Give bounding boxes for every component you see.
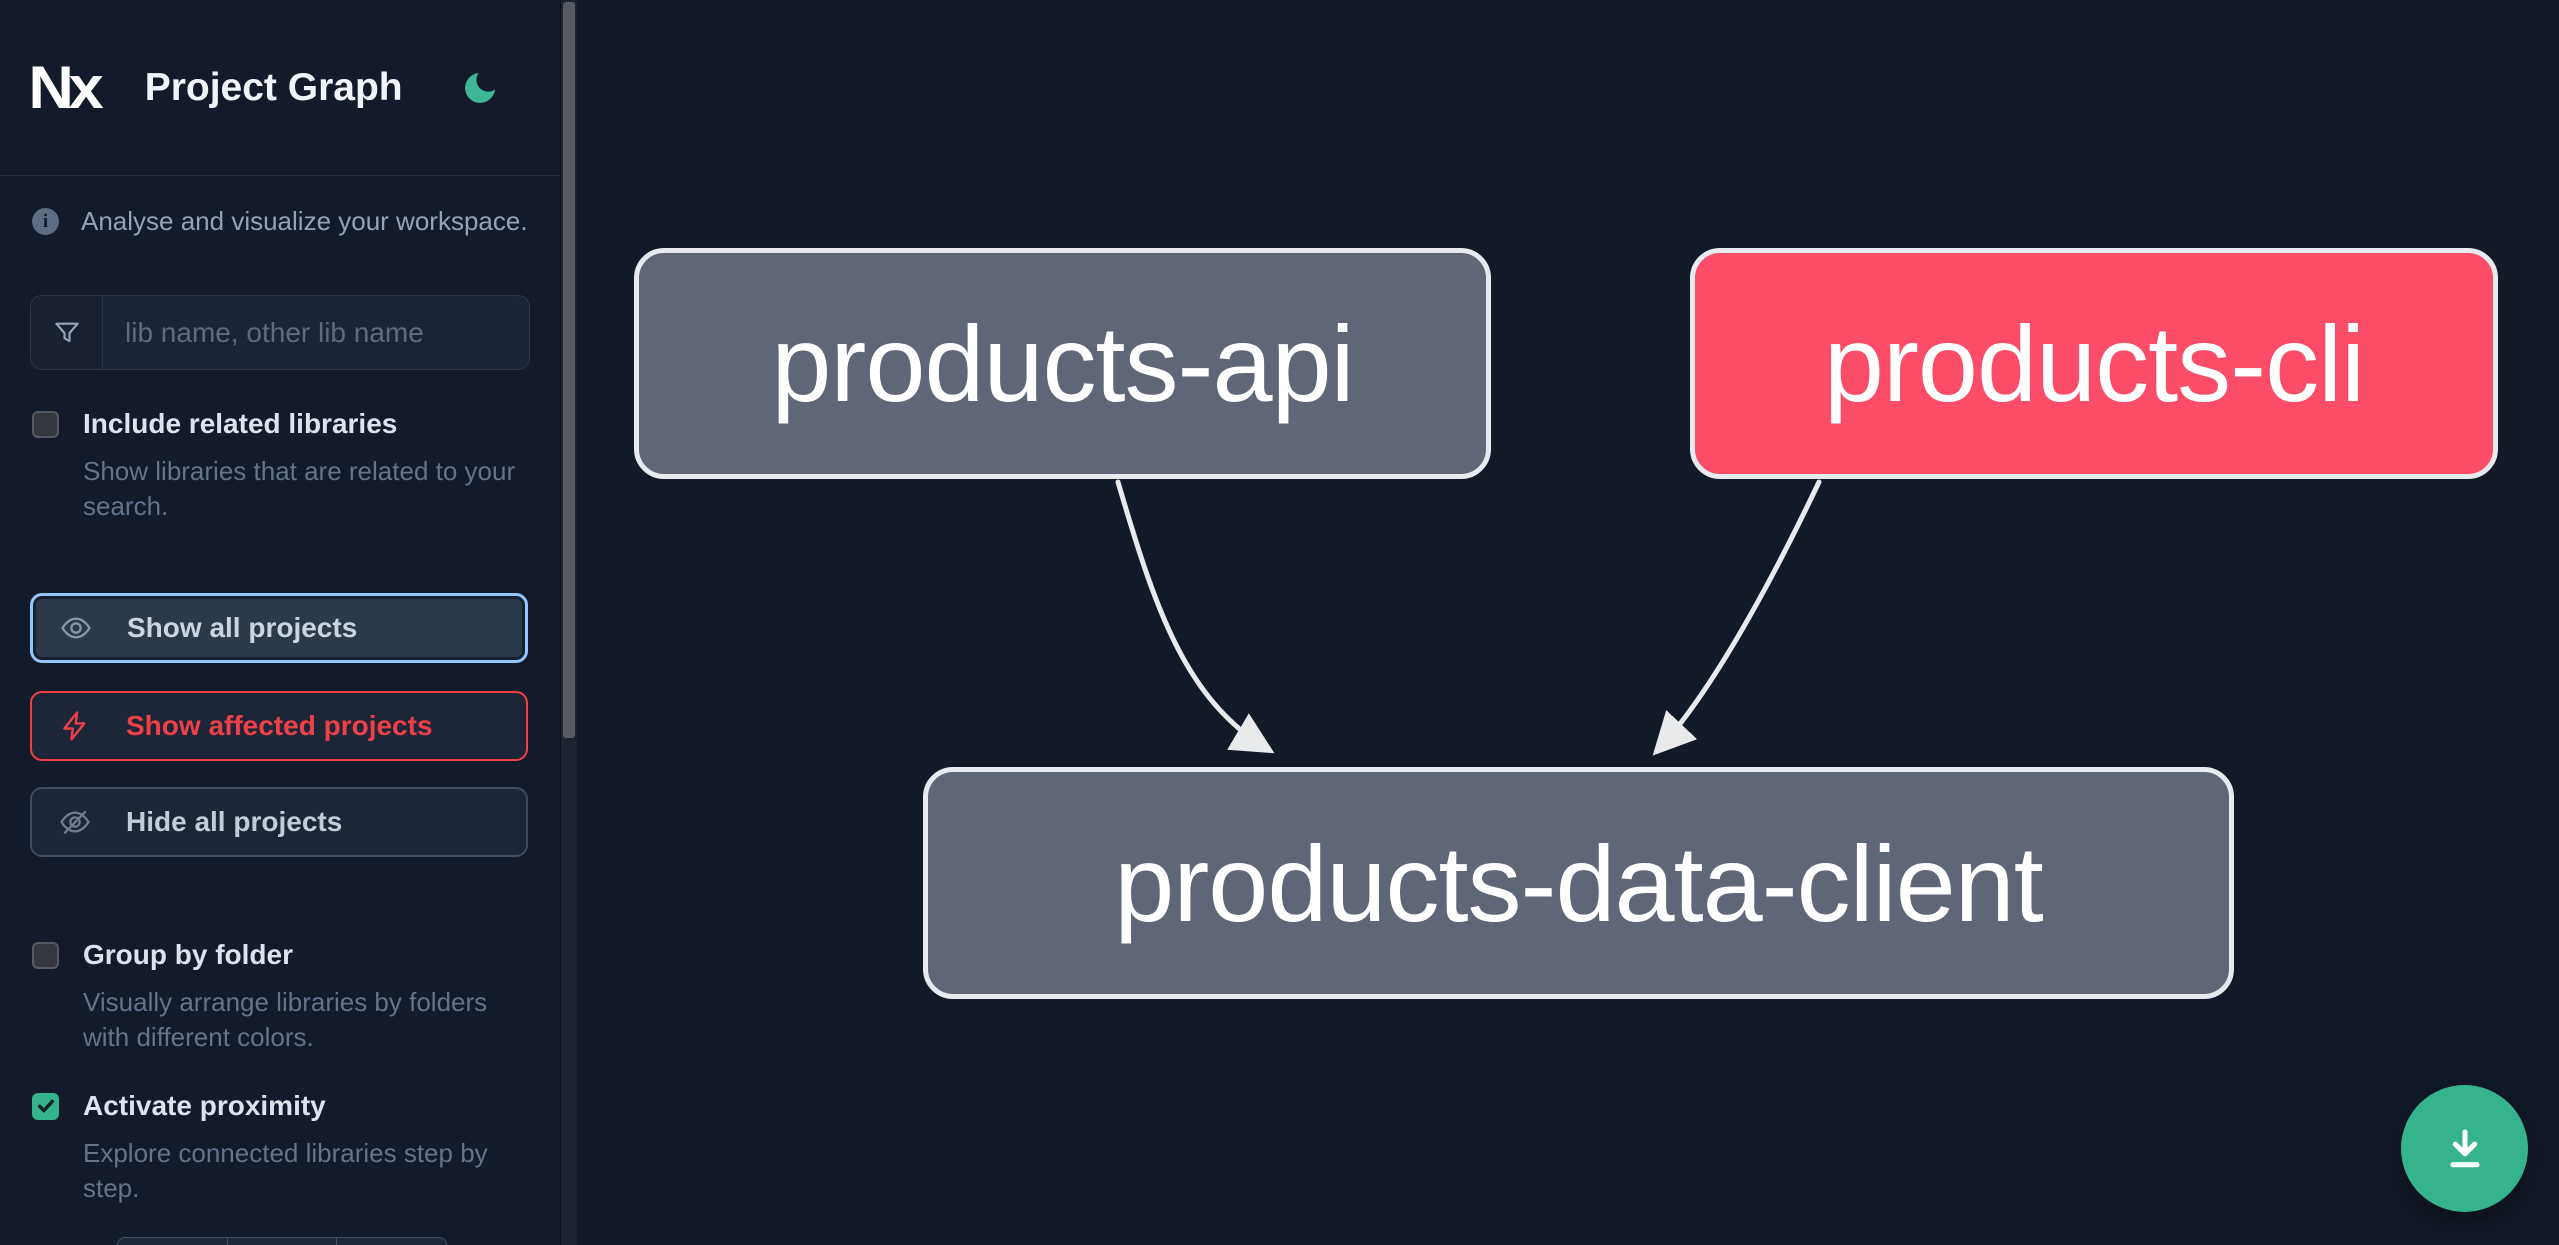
dependency-edges	[1115, 479, 1822, 756]
theme-toggle-moon-icon[interactable]	[460, 68, 500, 108]
hide-all-projects-label: Hide all projects	[126, 806, 343, 838]
sidebar-scrollbar-thumb[interactable]	[563, 2, 575, 738]
check-icon	[37, 1099, 54, 1113]
edge-api-to-data-client	[1115, 479, 1275, 754]
hide-all-projects-button[interactable]: Hide all projects	[30, 787, 528, 858]
graph-node-products-data-client[interactable]: products-data-client	[923, 767, 2234, 999]
stepper-decrement[interactable]	[118, 1238, 228, 1245]
activate-proximity-label: Activate proximity	[83, 1090, 326, 1122]
graph-node-products-cli[interactable]: products-cli	[1690, 248, 2498, 479]
project-filter-search	[30, 295, 530, 370]
page-title: Project Graph	[144, 65, 403, 109]
node-label: products-data-client	[1114, 822, 2043, 944]
show-affected-projects-label: Show affected projects	[126, 710, 433, 742]
download-icon	[2449, 1129, 2480, 1167]
info-icon: i	[32, 208, 59, 235]
filter-funnel-icon	[31, 296, 103, 369]
sidebar-scrollbar[interactable]	[560, 0, 577, 1245]
stepper-increment[interactable]	[337, 1238, 446, 1245]
edge-cli-to-data-client	[1652, 479, 1822, 756]
include-related-label: Include related libraries	[83, 408, 398, 439]
node-label: products-cli	[1823, 303, 2365, 424]
include-related-block: Include related libraries Show libraries…	[32, 408, 560, 523]
activate-proximity-checkbox[interactable]	[32, 1092, 59, 1120]
workspace-tagline-row: i Analyse and visualize your workspace.	[0, 176, 560, 237]
graph-canvas[interactable]: products-api products-cli products-data-…	[577, 0, 2559, 1245]
include-related-checkbox[interactable]	[32, 410, 59, 438]
activate-proximity-description: Explore connected libraries step by step…	[83, 1138, 488, 1203]
show-all-projects-button[interactable]: Show all projects	[30, 593, 528, 664]
stepper-value	[228, 1238, 338, 1245]
group-by-folder-block: Group by folder Visually arrange librari…	[32, 939, 560, 1054]
group-by-folder-checkbox-row[interactable]: Group by folder	[32, 939, 560, 971]
activate-proximity-block: Activate proximity Explore connected lib…	[32, 1090, 560, 1205]
activate-proximity-checkbox-row[interactable]: Activate proximity	[32, 1090, 560, 1122]
sidebar-header: Nx Project Graph	[0, 0, 560, 176]
sidebar: Nx Project Graph i Analyse and visualize…	[0, 0, 577, 1245]
group-by-folder-description: Visually arrange libraries by folders wi…	[83, 987, 488, 1052]
node-label: products-api	[771, 303, 1354, 424]
include-related-checkbox-row[interactable]: Include related libraries	[32, 408, 560, 440]
tagline-text: Analyse and visualize your workspace.	[81, 206, 528, 236]
show-all-projects-label: Show all projects	[127, 612, 358, 644]
include-related-description: Show libraries that are related to your …	[83, 456, 516, 521]
graph-node-products-api[interactable]: products-api	[634, 248, 1491, 479]
group-by-folder-label: Group by folder	[83, 939, 293, 971]
proximity-depth-stepper[interactable]	[117, 1237, 447, 1245]
download-graph-image-button[interactable]	[2401, 1085, 2528, 1212]
nx-logo: Nx	[28, 53, 103, 121]
search-input[interactable]	[103, 296, 529, 369]
show-affected-projects-button[interactable]: Show affected projects	[30, 691, 528, 762]
group-by-folder-checkbox[interactable]	[32, 941, 59, 969]
